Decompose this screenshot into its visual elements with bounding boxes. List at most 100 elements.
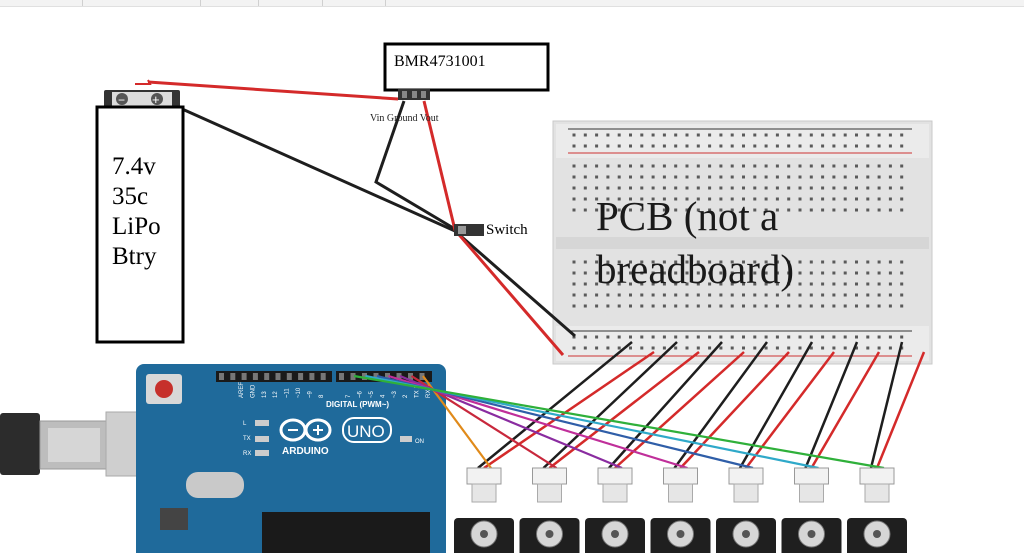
board-hole [685, 208, 689, 212]
board-hole [900, 271, 904, 275]
toolbar-divider [82, 0, 83, 6]
rail-hole [662, 133, 666, 137]
board-hole [832, 175, 836, 179]
board-hole [843, 164, 847, 168]
servo-motor[interactable] [716, 467, 776, 553]
board-hole [787, 175, 791, 179]
servo-connector [663, 467, 698, 485]
board-hole [606, 208, 610, 212]
board-hole [629, 197, 632, 201]
board-hole [775, 197, 779, 201]
board-hole [617, 164, 621, 168]
board-hole [809, 186, 813, 190]
servo-connector [794, 467, 829, 485]
battery[interactable]: − + [95, 90, 185, 344]
board-hole [572, 164, 576, 168]
led-label: RX [243, 451, 251, 457]
switch-component[interactable] [454, 224, 484, 236]
board-hole [629, 271, 632, 275]
servo-motor[interactable] [519, 467, 580, 553]
servo-motor[interactable] [650, 467, 711, 553]
board-hole [843, 197, 847, 201]
board-hole [617, 197, 621, 201]
servo-power-wire [745, 351, 835, 469]
board-hole [651, 208, 655, 212]
board-hole [651, 186, 655, 190]
board-hole [583, 304, 587, 308]
board-hole [617, 304, 621, 308]
board-hole [595, 260, 599, 264]
board-hole [809, 271, 813, 275]
board-hole [730, 208, 734, 212]
header-pin [408, 373, 413, 380]
servo-power-wire [679, 351, 790, 469]
board-hole [685, 282, 689, 286]
board-hole [719, 282, 723, 286]
servo-motor[interactable] [454, 467, 514, 553]
board-hole [719, 304, 723, 308]
board-hole [696, 208, 700, 212]
board-hole [674, 186, 678, 190]
board-hole [753, 293, 757, 297]
rail-hole [798, 346, 802, 350]
header-pin [286, 373, 292, 380]
board-hole [674, 260, 678, 264]
battery-plus-sign: + [152, 92, 160, 107]
board-hole [775, 293, 779, 297]
board-hole [821, 271, 825, 275]
servo-motor[interactable] [847, 467, 907, 553]
pcb-board[interactable] [552, 120, 933, 365]
board-hole [855, 260, 858, 264]
battery-plus-terminal [151, 93, 163, 105]
board-hole [606, 260, 610, 264]
usb-cable [0, 411, 141, 477]
servo-shaft [873, 530, 881, 538]
top-toolbar [0, 0, 1024, 7]
rail-hole [888, 346, 892, 350]
board-hole [662, 197, 666, 201]
rail-hole [798, 133, 802, 137]
board-hole [809, 260, 813, 264]
board-hole [753, 186, 757, 190]
board-hole [629, 175, 632, 179]
board-hole [606, 164, 610, 168]
reset-button [155, 380, 173, 398]
servo-power-wire [810, 351, 881, 469]
board-hole [662, 282, 666, 286]
board-hole [900, 164, 904, 168]
board-hole [877, 186, 881, 190]
board-hole [787, 293, 791, 297]
board-hole [798, 304, 802, 308]
rail-hole [843, 335, 847, 339]
rail-hole [696, 346, 700, 350]
servo-motor[interactable] [781, 467, 842, 553]
servo-shaft [742, 530, 750, 538]
board-hole [674, 271, 678, 275]
board-hole [866, 282, 870, 286]
board-hole [708, 282, 712, 286]
servos[interactable] [454, 467, 907, 553]
rail-hole [606, 346, 610, 350]
board-hole [606, 175, 610, 179]
regulator[interactable] [383, 42, 550, 100]
board-hole [674, 175, 678, 179]
rail-hole [708, 144, 712, 148]
board-hole [900, 282, 904, 286]
rail-hole [843, 346, 847, 350]
board-hole [855, 282, 858, 286]
board-hole [719, 175, 723, 179]
board-hole [662, 260, 666, 264]
board-hole [821, 197, 825, 201]
board-hole [662, 175, 666, 179]
board-hole [730, 293, 734, 297]
servo-motor[interactable] [585, 467, 645, 553]
board-hole [888, 293, 892, 297]
rail-hole [617, 346, 621, 350]
regulator-ground-wire [374, 100, 456, 231]
board-hole [798, 293, 802, 297]
board-hole [855, 175, 858, 179]
rail-hole [855, 133, 858, 137]
board-hole [651, 197, 655, 201]
rail-hole [821, 335, 825, 339]
